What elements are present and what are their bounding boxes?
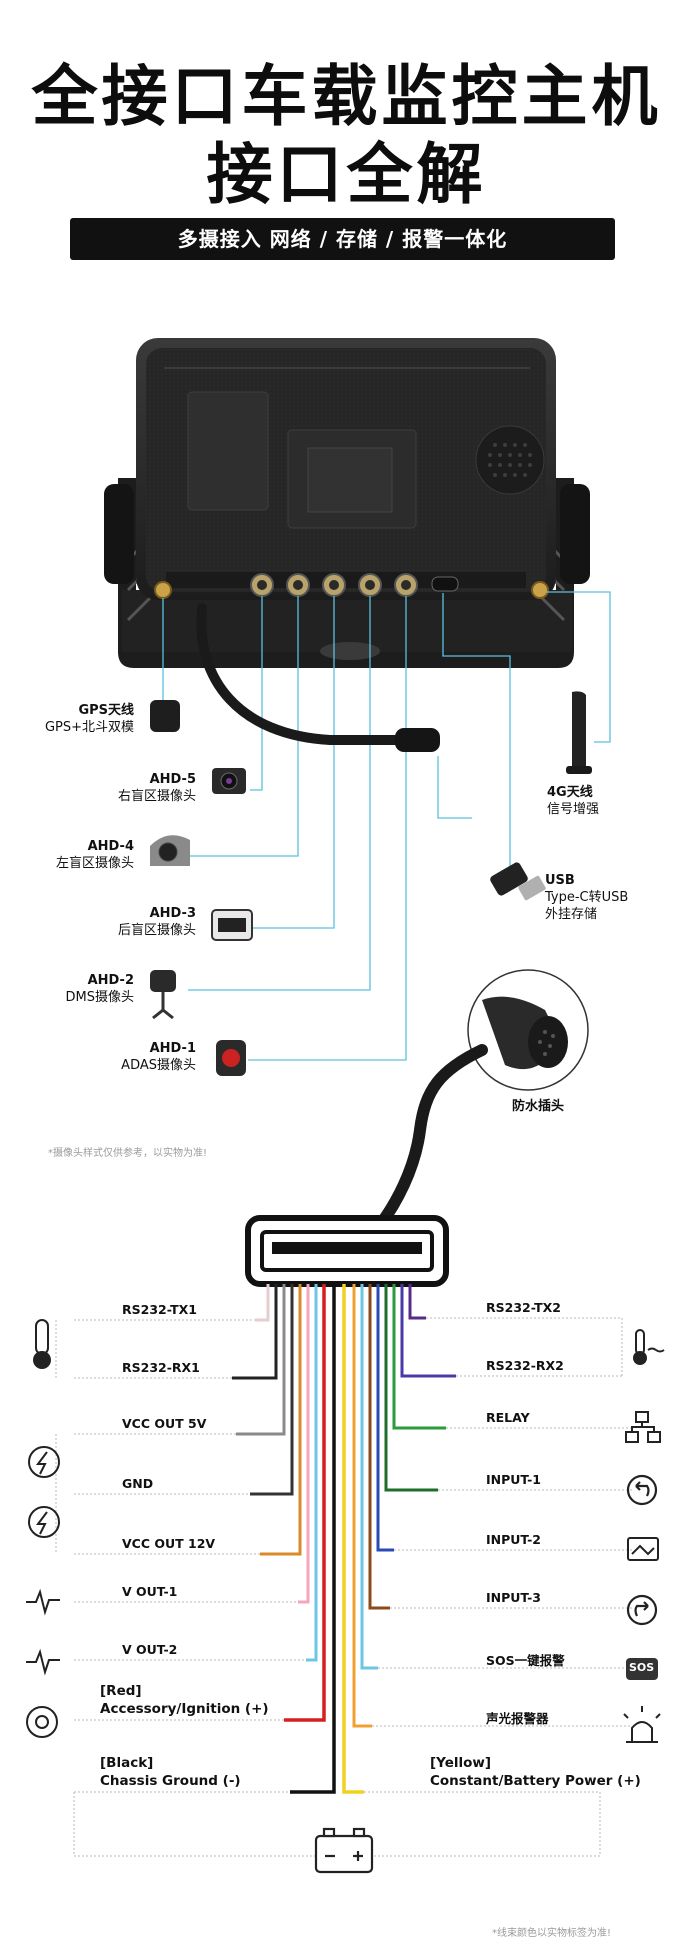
water-temp-icon (633, 1329, 665, 1365)
harness-connector (245, 1215, 449, 1287)
label-4g: 4G天线 信号增强 (547, 784, 647, 818)
yellow-label: Constant/Battery Power (+) (430, 1773, 641, 1789)
ahd1-desc: ADAS摄像头 (121, 1058, 196, 1073)
wire-label: RELAY (486, 1410, 530, 1425)
label-ahd4: AHD-4 左盲区摄像头 (20, 838, 134, 872)
battery-icon (314, 1827, 374, 1874)
subtitle-banner: 多摄接入 网络 / 存储 / 报警一体化 (70, 218, 615, 260)
gps-name: GPS天线 (78, 703, 134, 718)
lte-antenna-icon (566, 691, 592, 774)
power-yellow: [Yellow] Constant/Battery Power (+) (430, 1754, 641, 1790)
wire-label: VCC OUT 12V (122, 1536, 216, 1551)
wire-label: V OUT-1 (122, 1584, 178, 1599)
rotate-left-icon (626, 1474, 658, 1506)
label-gps: GPS天线 GPS+北斗双模 (20, 702, 134, 736)
camera-ahd3-icon (211, 909, 253, 941)
wire-label: V OUT-2 (122, 1642, 178, 1657)
ahd3-name: AHD-3 (149, 906, 196, 921)
camera-ahd2-icon (150, 970, 176, 1020)
sos-badge: SOS (629, 1661, 655, 1674)
waterproof-plug-icon (467, 969, 589, 1091)
wire-label: VCC OUT 5V (122, 1416, 207, 1431)
wire-label: RS232-TX2 (486, 1300, 561, 1315)
black-color-name: [Black] (100, 1755, 154, 1771)
wire-label: GND (122, 1476, 154, 1491)
waterproof-name: 防水插头 (512, 1099, 565, 1114)
ignition-icon (26, 1706, 58, 1738)
gps-desc: GPS+北斗双模 (44, 720, 134, 735)
gps-antenna-icon (150, 700, 180, 732)
power-bolt-icon (28, 1446, 60, 1538)
connector-row (154, 573, 549, 599)
ahd4-name: AHD-4 (87, 839, 134, 854)
label-ahd3: AHD-3 后盲区摄像头 (60, 905, 196, 939)
wire-label: INPUT-2 (486, 1532, 541, 1547)
ahd5-name: AHD-5 (149, 772, 196, 787)
wire-label: RS232-RX1 (122, 1360, 200, 1375)
usb-desc2: 外挂存储 (545, 907, 598, 922)
usb-desc1: Type-C转USB (545, 890, 629, 905)
wire-label: INPUT-3 (486, 1590, 541, 1605)
black-label: Chassis Ground (-) (100, 1773, 241, 1789)
alarm-light-icon (623, 1706, 661, 1743)
ahd2-name: AHD-2 (87, 973, 134, 988)
label-ahd5: AHD-5 右盲区摄像头 (60, 771, 196, 805)
ahd1-name: AHD-1 (149, 1041, 196, 1056)
power-red: [Red] Accessory/Ignition (+) (100, 1682, 269, 1718)
wire-bundle (232, 1284, 456, 1794)
page-title-line1: 全接口车载监控主机 (31, 58, 662, 135)
power-black: [Black] Chassis Ground (-) (100, 1754, 241, 1790)
wire-label: RS232-TX1 (122, 1302, 197, 1317)
yellow-color-name: [Yellow] (430, 1755, 492, 1771)
usb-adapter-icon (490, 862, 546, 901)
screen-icon (627, 1537, 659, 1561)
camera-ahd4-icon (150, 835, 190, 866)
ahd2-desc: DMS摄像头 (65, 990, 134, 1005)
label-ahd1: AHD-1 ADAS摄像头 (60, 1040, 196, 1074)
ahd4-desc: 左盲区摄像头 (55, 856, 134, 871)
camera-note: *摄像头样式仅供参考，以实物为准! (48, 1148, 208, 1159)
lte-name: 4G天线 (547, 785, 593, 800)
wire-note: *线束颜色以实物标签为准! (492, 1928, 612, 1939)
red-color-name: [Red] (100, 1683, 142, 1699)
signal-wave-icon (26, 1588, 60, 1676)
wire-label: 声光报警器 (486, 1711, 549, 1726)
thermometer-icon (33, 1319, 51, 1369)
rotate-right-icon (626, 1594, 658, 1626)
sos-icon (626, 1658, 658, 1680)
wire-label: SOS一键报警 (486, 1653, 565, 1668)
wire-label: RS232-RX2 (486, 1358, 564, 1373)
camera-ahd1-icon (216, 1040, 246, 1076)
ahd5-desc: 右盲区摄像头 (117, 789, 196, 804)
ahd3-desc: 后盲区摄像头 (117, 923, 196, 938)
wire-label: INPUT-1 (486, 1472, 541, 1487)
relay-icon (625, 1411, 661, 1443)
label-ahd2: AHD-2 DMS摄像头 (20, 972, 134, 1006)
lte-desc: 信号增强 (547, 802, 600, 817)
page-title-line2: 接口全解 (206, 136, 487, 213)
label-rules (55, 1317, 632, 1857)
label-usb: USB Type-C转USB 外挂存储 (545, 872, 665, 923)
camera-ahd5-icon (212, 768, 246, 794)
usb-name: USB (545, 873, 575, 888)
monitor-back (136, 338, 556, 600)
red-label: Accessory/Ignition (+) (100, 1701, 269, 1717)
label-waterproof: 防水插头 (512, 1098, 602, 1115)
